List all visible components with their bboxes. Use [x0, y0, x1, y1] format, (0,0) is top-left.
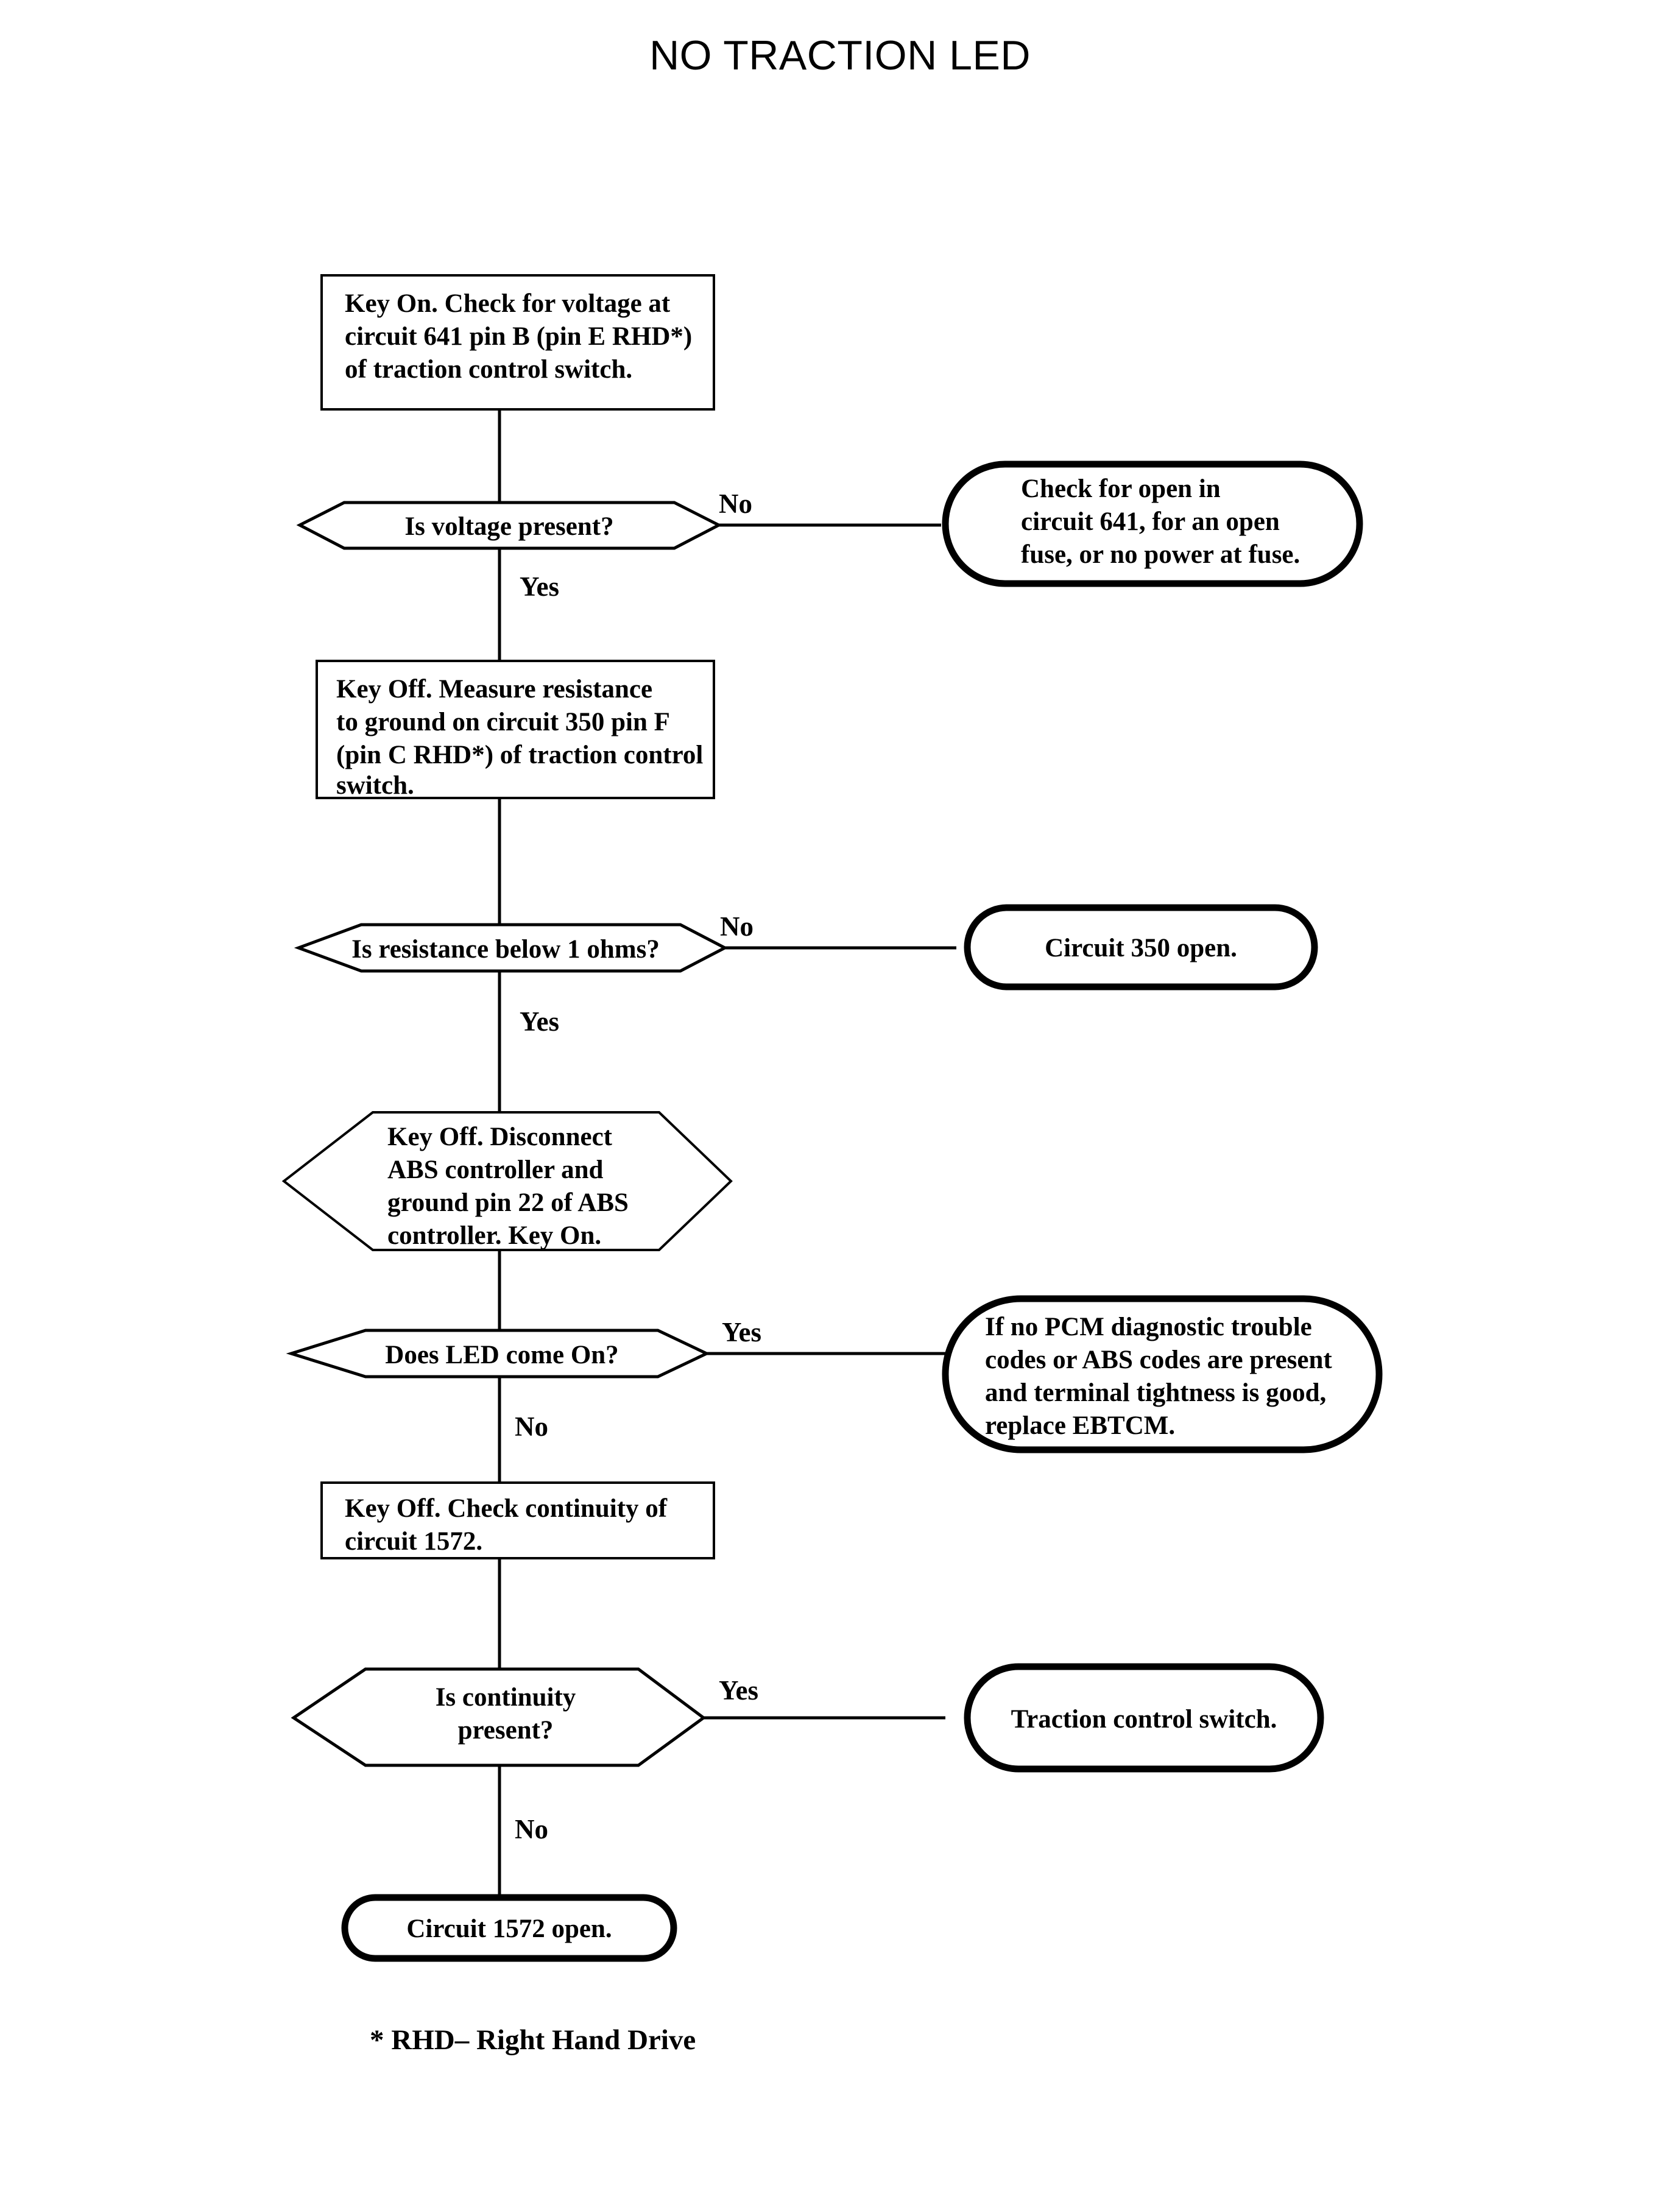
node-traction-control-switch-label: Traction control switch. [1011, 1705, 1277, 1734]
terminal-box-shape [341, 1894, 677, 1962]
node-circuit-1572-open-label: Circuit 1572 open. [406, 1915, 612, 1943]
node-circuit-350-open[interactable]: Circuit 350 open. [964, 904, 1318, 990]
decision-hexagon-shape [294, 923, 729, 973]
node-check-voltage-line-2: circuit 641 pin B (pin E RHD*) [345, 322, 692, 351]
terminal-box-shape [964, 904, 1318, 990]
branch-label-voltage-no: No [719, 489, 752, 519]
node-open-641[interactable]: Check for open in circuit 641, for an op… [942, 461, 1363, 587]
decision-hexagon-shape [296, 501, 722, 550]
node-replace-ebtcm-line-4: replace EBTCM. [985, 1411, 1175, 1440]
branch-label-led-no: No [515, 1411, 548, 1442]
footnote-rhd: * RHD– Right Hand Drive [370, 2024, 696, 2056]
page-title: NO TRACTION LED [649, 32, 1031, 79]
process-box-shape [320, 1481, 715, 1559]
node-check-voltage-line-1: Key On. Check for voltage at [345, 289, 671, 318]
node-circuit-1572-open[interactable]: Circuit 1572 open. [341, 1894, 677, 1962]
node-resistance-below-1-label: Is resistance below 1 ohms? [351, 935, 660, 964]
node-led-come-on[interactable]: Does LED come On? [286, 1329, 710, 1379]
node-ground-pin-22-line-1: Key Off. Disconnect [387, 1123, 613, 1151]
node-continuity-present-line-1: Is continuity [436, 1683, 576, 1712]
process-box-shape [320, 274, 715, 411]
node-ground-pin-22-line-2: ABS controller and [387, 1156, 603, 1184]
node-check-voltage[interactable]: Key On. Check for voltage at circuit 641… [320, 274, 715, 411]
node-check-continuity-1572[interactable]: Key Off. Check continuity of circuit 157… [320, 1481, 715, 1559]
node-replace-ebtcm-line-2: codes or ABS codes are present [985, 1346, 1332, 1374]
node-open-641-line-3: fuse, or no power at fuse. [1021, 540, 1300, 569]
process-box-shape [316, 660, 715, 799]
branch-label-continuity-yes: Yes [719, 1675, 758, 1706]
terminal-box-shape [964, 1663, 1324, 1773]
node-measure-resistance-line-2: to ground on circuit 350 pin F [336, 708, 670, 736]
node-replace-ebtcm[interactable]: If no PCM diagnostic trouble codes or AB… [942, 1295, 1383, 1453]
connectors [498, 409, 956, 1899]
node-open-641-line-1: Check for open in [1021, 475, 1221, 503]
node-replace-ebtcm-line-3: and terminal tightness is good, [985, 1379, 1326, 1407]
node-replace-ebtcm-line-1: If no PCM diagnostic trouble [985, 1313, 1312, 1341]
decision-hexagon-shape [286, 1329, 710, 1379]
node-resistance-below-1[interactable]: Is resistance below 1 ohms? [294, 923, 729, 973]
node-traction-control-switch[interactable]: Traction control switch. [964, 1663, 1324, 1773]
node-continuity-present[interactable]: Is continuity present? [291, 1667, 707, 1767]
node-voltage-present[interactable]: Is voltage present? [296, 501, 722, 550]
decision-hexagon-shape [291, 1667, 707, 1767]
branch-label-resistance-yes: Yes [520, 1006, 559, 1037]
node-voltage-present-label: Is voltage present? [404, 512, 613, 541]
node-measure-resistance-line-3: (pin C RHD*) of traction control [336, 741, 703, 769]
node-measure-resistance[interactable]: Key Off. Measure resistance to ground on… [316, 660, 715, 800]
node-check-voltage-line-3: of traction control switch. [345, 355, 632, 384]
node-check-continuity-1572-line-1: Key Off. Check continuity of [345, 1494, 668, 1523]
node-ground-pin-22[interactable]: Key Off. Disconnect ABS controller and g… [281, 1111, 733, 1251]
node-open-641-line-2: circuit 641, for an open [1021, 507, 1280, 536]
branch-label-continuity-no: No [515, 1814, 548, 1845]
branch-label-resistance-no: No [720, 911, 754, 942]
preparation-hexagon-shape [281, 1111, 733, 1251]
node-measure-resistance-line-4: switch. [336, 771, 414, 800]
node-measure-resistance-line-1: Key Off. Measure resistance [336, 675, 652, 704]
terminal-box-shape [942, 1295, 1383, 1453]
node-circuit-350-open-label: Circuit 350 open. [1045, 934, 1237, 962]
node-ground-pin-22-line-3: ground pin 22 of ABS [387, 1188, 629, 1217]
terminal-box-shape [942, 461, 1363, 587]
branch-label-voltage-yes: Yes [520, 571, 559, 602]
node-continuity-present-line-2: present? [458, 1716, 554, 1745]
node-ground-pin-22-line-4: controller. Key On. [387, 1221, 601, 1250]
branch-label-led-yes: Yes [722, 1317, 761, 1347]
node-check-continuity-1572-line-2: circuit 1572. [345, 1527, 482, 1556]
node-led-come-on-label: Does LED come On? [385, 1341, 618, 1369]
